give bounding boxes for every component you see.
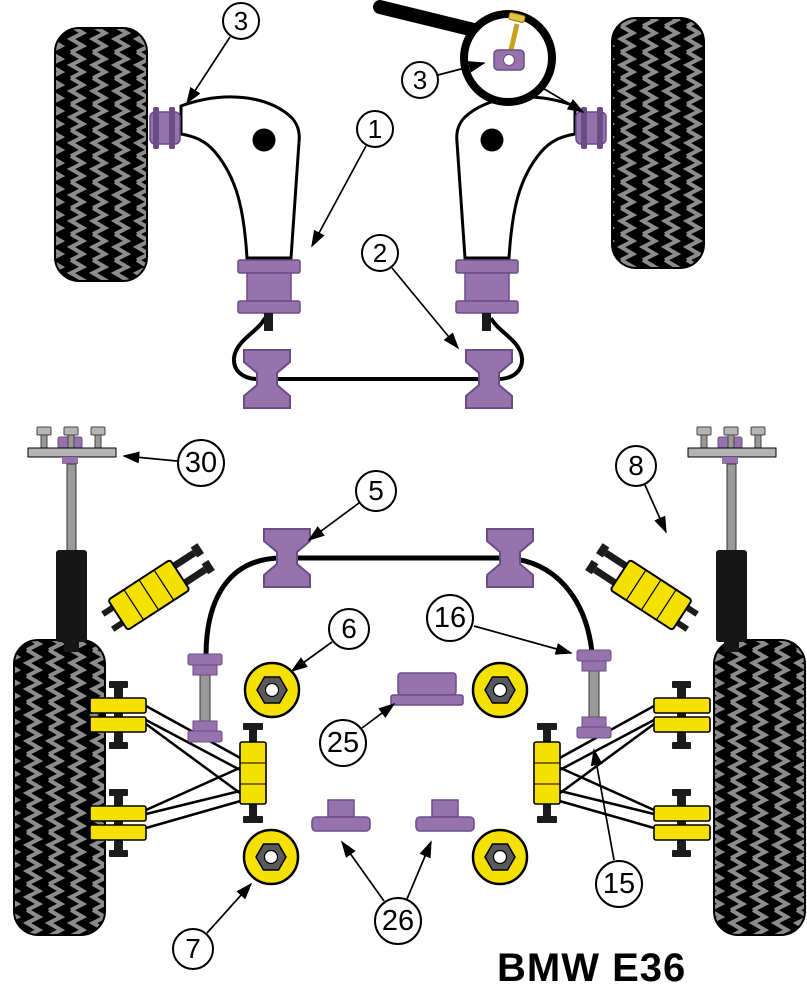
rear-callout-arrows [122, 451, 667, 934]
callout-15: 15 [595, 860, 643, 908]
magnifier [373, 0, 556, 106]
arrow-3-left [186, 36, 231, 105]
rear-right-tire [713, 639, 806, 936]
arrow-26-left [341, 840, 385, 902]
front-arm-front-bushing-right [575, 107, 607, 149]
rear-drop-link-left [187, 653, 223, 743]
arrow-15 [590, 748, 615, 861]
arrow-3-to-magnifier [437, 61, 486, 76]
inner-arm-bush-stack-right [533, 722, 561, 824]
arrow-5 [307, 502, 360, 542]
callout-8: 8 [615, 445, 657, 487]
front-arm-rear-bushing-right [455, 259, 519, 331]
arrow-1 [311, 145, 367, 248]
subframe-rear-bushing-left [242, 828, 300, 886]
arrow-16 [473, 625, 573, 655]
rear-upper-arm-bushing-right [582, 541, 704, 638]
arrow-26-right [406, 840, 432, 900]
arrow-7 [206, 882, 253, 934]
rear-drop-link-right [576, 649, 612, 739]
callout-7: 7 [172, 928, 214, 970]
front-callout-arrows [186, 36, 585, 350]
arrow-8 [644, 484, 667, 534]
arrow-magnifier-to-bushing [540, 86, 585, 113]
magnifier-handle [373, 0, 481, 37]
callout-3-front-right: 3 [401, 61, 439, 99]
rear-arm-links [145, 704, 655, 830]
diagram-title: BMW E36 [497, 946, 687, 990]
subframe-front-bushing-right [471, 661, 529, 719]
rear-left-tire [13, 639, 106, 936]
callout-2: 2 [361, 234, 399, 272]
front-left-tire [54, 27, 148, 282]
front-arm-rear-bushing-left [237, 259, 301, 331]
callout-16: 16 [426, 594, 474, 642]
ball-joint-hole [480, 128, 504, 152]
rear-left-shock [28, 427, 116, 652]
front-anti-roll-bar [231, 316, 525, 381]
mount-bracket-right [415, 799, 475, 832]
ball-joint-hole [252, 128, 276, 152]
trailing-arm-bushes-right-lower [653, 788, 711, 858]
mount-bracket-left [311, 799, 371, 832]
callout-30: 30 [177, 439, 225, 487]
front-left-control-arm [179, 95, 301, 260]
rear-anti-roll-bar [203, 555, 595, 657]
arrow-25 [361, 702, 396, 729]
front-arm-front-bushing-left [149, 107, 181, 149]
rear-upper-arm-bushing-left [96, 541, 218, 638]
inner-arm-bush-stack-left [239, 722, 267, 824]
callout-1: 1 [356, 110, 394, 148]
callout-25: 25 [319, 719, 367, 767]
arrow-30 [122, 451, 178, 464]
callout-26: 26 [374, 897, 422, 945]
arrow-6 [290, 641, 333, 672]
subframe-front-bushing-left [243, 661, 301, 719]
callout-3-front-left: 3 [222, 2, 260, 40]
front-right-tire [611, 17, 705, 269]
diff-mount-bushing [390, 672, 464, 706]
trailing-arm-bushes-right-upper [653, 680, 711, 750]
callout-6: 6 [328, 608, 370, 650]
magnified-bushing [493, 12, 526, 71]
subframe-rear-bushing-right [471, 828, 529, 886]
arrow-2 [391, 267, 460, 350]
callout-5: 5 [355, 470, 397, 512]
rear-right-shock [688, 427, 776, 652]
front-right-control-arm [455, 95, 577, 260]
